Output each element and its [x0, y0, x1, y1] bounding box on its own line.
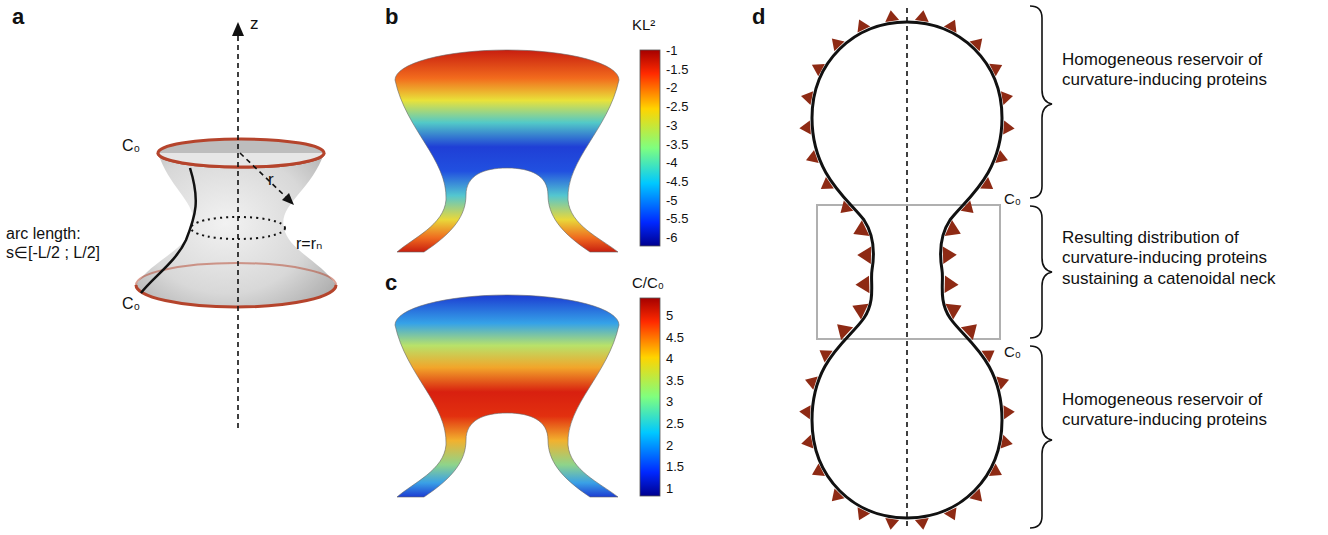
curvature-label: C₀ — [122, 136, 140, 155]
panel-letter: a — [12, 4, 24, 30]
arc-label: s∈[-L/2 ; L/2] — [6, 243, 100, 262]
protein-marker — [853, 17, 870, 33]
protein-marker — [915, 9, 930, 22]
protein-marker — [857, 246, 871, 264]
colorbar-title: KL² — [632, 16, 655, 34]
curvature-label: C₀ — [122, 294, 140, 313]
protein-markers — [799, 9, 1015, 531]
protein-marker — [944, 17, 961, 33]
protein-marker — [799, 121, 811, 136]
colorbar-tick: -5 — [666, 193, 678, 209]
colorbar-tick: -6 — [666, 230, 678, 246]
protein-marker — [970, 34, 988, 52]
protein-marker — [980, 177, 997, 195]
protein-marker — [989, 464, 1005, 482]
arc-label: arc length: — [6, 224, 81, 243]
panel-letter: d — [752, 4, 765, 30]
colorbar-tick: 2 — [666, 438, 673, 454]
gaussian-curvature-surface — [395, 50, 660, 252]
protein-marker — [1003, 121, 1015, 136]
colorbar-tick: 5 — [666, 308, 673, 324]
protein-marker — [944, 507, 961, 523]
curvature-label: C₀ — [1004, 343, 1021, 361]
protein-marker — [800, 435, 813, 451]
protein-marker — [831, 318, 853, 340]
axis-label: r — [268, 170, 274, 190]
protein-marker — [961, 200, 979, 218]
protein-marker — [849, 298, 869, 320]
colorbar-tick: 4.5 — [666, 330, 684, 346]
protein-marker — [803, 373, 818, 390]
protein-marker — [1003, 405, 1015, 420]
protein-marker — [817, 177, 834, 195]
catenoid-figure — [136, 22, 336, 428]
protein-marker — [855, 276, 869, 294]
protein-marker — [989, 59, 1005, 77]
protein-marker — [996, 373, 1011, 390]
protein-marker — [827, 489, 845, 507]
panel-letter: b — [385, 4, 398, 30]
bracket-note: Homogeneous reservoir of curvature-induc… — [1062, 390, 1302, 431]
colorbar-tick: -1.5 — [666, 62, 688, 78]
colorbar-tick: -4 — [666, 155, 678, 171]
protein-marker — [915, 518, 930, 531]
vesicle-diagram — [799, 6, 1052, 531]
neck-radius-label: r=rₙ — [296, 234, 322, 253]
protein-marker — [1001, 89, 1014, 105]
protein-marker — [945, 298, 965, 320]
colorbar-tick: -1 — [666, 43, 678, 59]
colorbar-tick: -2 — [666, 80, 678, 96]
protein-marker — [943, 246, 957, 264]
colorbar-tick: -2.5 — [666, 99, 688, 115]
protein-marker — [981, 345, 998, 363]
protein-density-surface — [395, 295, 660, 497]
colorbar-title: C/C₀ — [632, 274, 664, 292]
colorbar-tick: -3.5 — [666, 137, 688, 153]
protein-marker — [809, 463, 825, 480]
colorbar-tick: 3.5 — [666, 373, 684, 389]
protein-marker — [849, 220, 869, 242]
curvature-label: C₀ — [1004, 190, 1021, 208]
protein-marker — [884, 9, 899, 22]
protein-marker — [804, 150, 819, 167]
protein-marker — [995, 150, 1010, 167]
colorbar-tick: 3 — [666, 394, 673, 410]
colorbar-tick: 2.5 — [666, 416, 684, 432]
protein-marker — [853, 507, 870, 523]
protein-marker — [809, 59, 825, 77]
bracket-note: Resulting distribution of curvature-indu… — [1062, 228, 1302, 289]
colorbar-tick: -5.5 — [666, 211, 688, 227]
protein-marker — [969, 489, 987, 507]
protein-marker — [799, 405, 811, 420]
protein-marker — [827, 34, 845, 52]
colorbar-tick: 1 — [666, 481, 673, 497]
protein-marker — [945, 276, 959, 294]
protein-marker — [945, 220, 965, 242]
protein-marker — [836, 200, 854, 218]
protein-marker — [1001, 435, 1015, 451]
colorbar-tick: -3 — [666, 118, 678, 134]
axis-label: z — [250, 14, 259, 34]
bracket-note: Homogeneous reservoir of curvature-induc… — [1062, 50, 1302, 91]
protein-marker — [800, 89, 813, 105]
protein-marker — [884, 518, 899, 531]
colorbar-tick: 1.5 — [666, 459, 684, 475]
protein-marker — [961, 318, 983, 340]
colorbar-tick: 4 — [666, 351, 673, 367]
panel-letter: c — [385, 270, 397, 296]
protein-marker — [816, 345, 833, 363]
colorbar-tick: -4.5 — [666, 174, 688, 190]
